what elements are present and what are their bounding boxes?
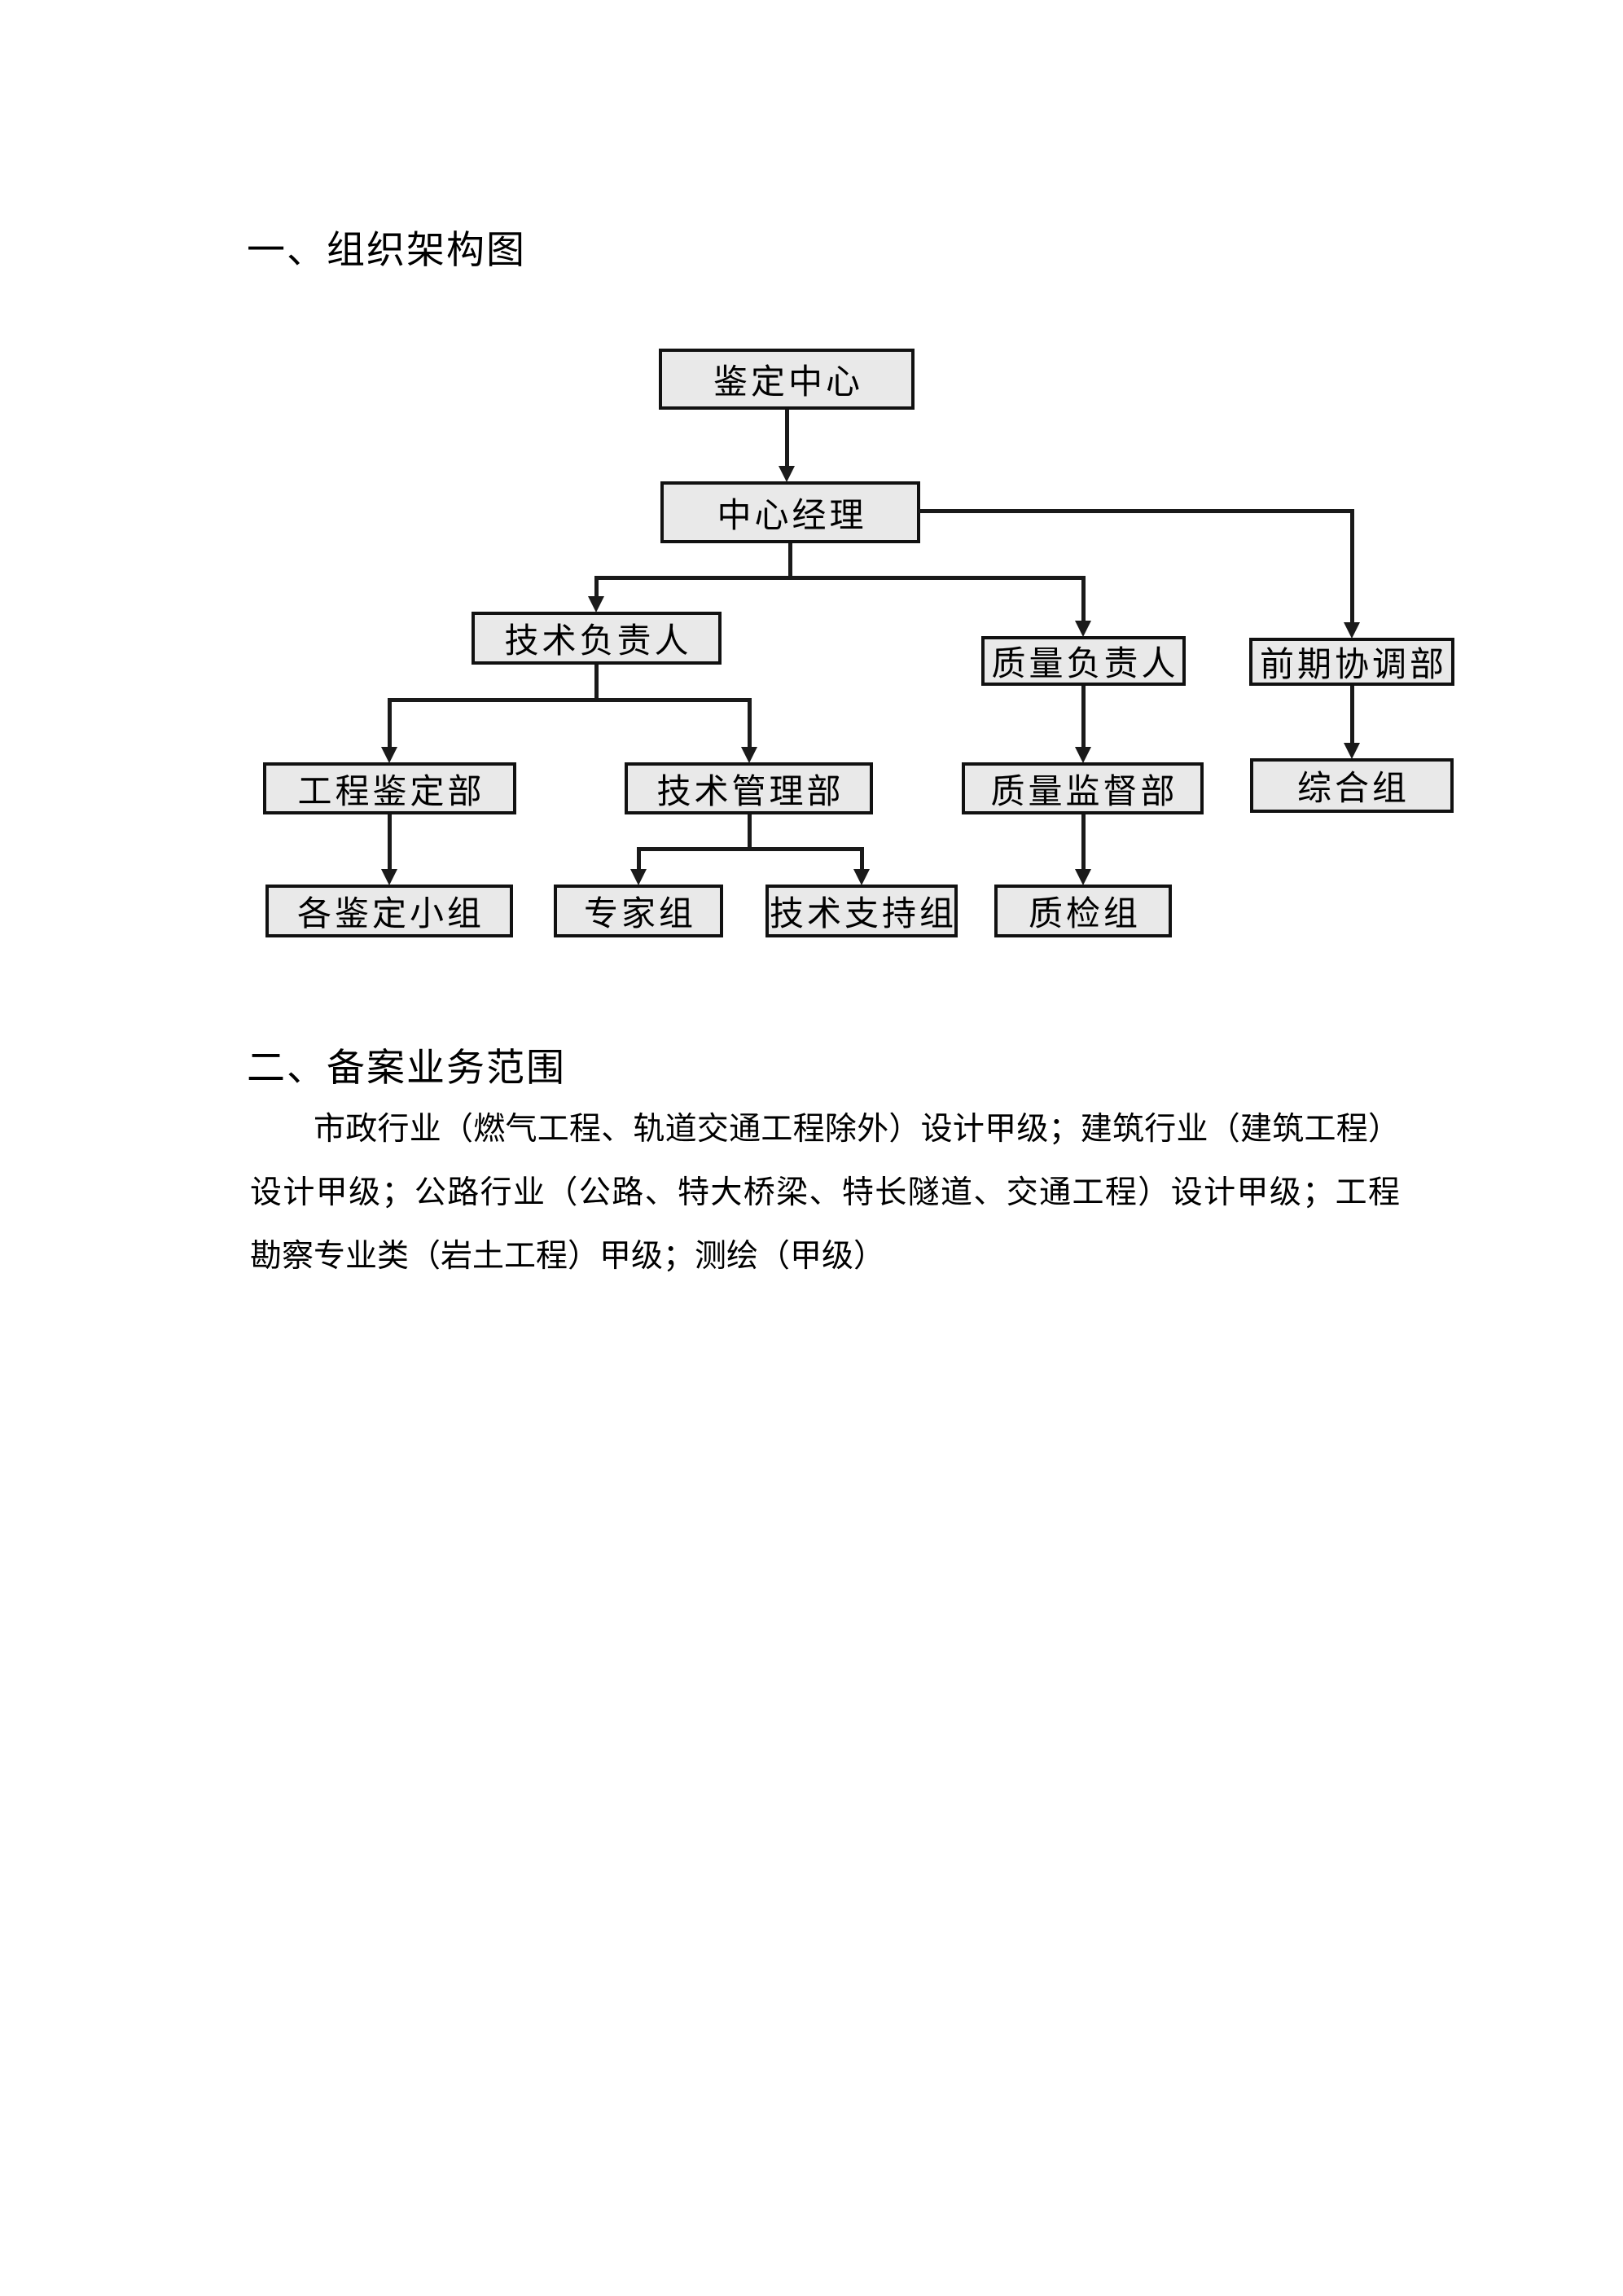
org-node-center-manager: 中心经理 (660, 481, 920, 543)
org-node-quality-inspection-group: 质检组 (994, 885, 1172, 937)
arrowhead-down-icon (588, 596, 604, 612)
connector-line (748, 814, 752, 851)
arrowhead-down-icon (630, 869, 647, 885)
org-node-technical-director: 技术负责人 (472, 612, 722, 665)
connector-line (388, 698, 752, 702)
org-node-expert-group: 专家组 (554, 885, 723, 937)
connector-line (748, 698, 752, 749)
paragraph-line: 设计甲级；公路行业（公路、特大桥梁、特长隧道、交通工程）设计甲级；工程 (250, 1175, 1400, 1210)
arrowhead-down-icon (381, 747, 397, 763)
connector-line (1081, 576, 1086, 622)
connector-line (1081, 686, 1086, 749)
org-node-appraisal-center: 鉴定中心 (659, 349, 915, 410)
connector-line (388, 814, 392, 871)
org-node-general-group: 综合组 (1250, 758, 1454, 813)
arrowhead-down-icon (381, 869, 397, 885)
arrowhead-down-icon (779, 466, 795, 482)
connector-line (388, 698, 392, 749)
connector-line (788, 543, 792, 580)
org-node-preliminary-coordination-dept: 前期协调部 (1249, 638, 1454, 686)
org-node-engineering-appraisal-dept: 工程鉴定部 (263, 762, 516, 814)
connector-line (1350, 509, 1354, 623)
arrowhead-down-icon (1344, 743, 1360, 759)
section-2-heading: 二、备案业务范围 (247, 1047, 566, 1090)
arrowhead-down-icon (1344, 622, 1360, 639)
connector-line (594, 576, 599, 599)
arrowhead-down-icon (1075, 869, 1091, 885)
connector-line (860, 847, 864, 871)
arrowhead-down-icon (1075, 621, 1091, 637)
org-node-technical-management-dept: 技术管理部 (625, 762, 873, 814)
org-node-technical-support-group: 技术支持组 (765, 885, 958, 937)
org-node-quality-supervision-dept: 质量监督部 (962, 762, 1204, 814)
connector-line (637, 847, 641, 871)
paragraph-line: 市政行业（燃气工程、轨道交通工程除外）设计甲级；建筑行业（建筑工程） (314, 1112, 1400, 1147)
section-1-heading: 一、组织架构图 (247, 230, 526, 272)
scope-paragraph: 市政行业（燃气工程、轨道交通工程除外）设计甲级；建筑行业（建筑工程） 设计甲级；… (250, 1098, 1400, 1288)
org-node-quality-director: 质量负责人 (981, 636, 1186, 686)
org-node-appraisal-teams: 各鉴定小组 (265, 885, 513, 937)
connector-line (785, 410, 789, 468)
arrowhead-down-icon (1075, 747, 1091, 763)
connector-line (919, 509, 1353, 513)
connector-line (637, 847, 863, 851)
arrowhead-down-icon (741, 747, 757, 763)
arrowhead-down-icon (853, 869, 870, 885)
connector-line (594, 576, 1085, 580)
connector-line (1350, 686, 1354, 744)
paragraph-line: 勘察专业类（岩土工程）甲级；测绘（甲级） (250, 1239, 886, 1274)
connector-line (1081, 814, 1086, 871)
connector-line (594, 665, 599, 702)
